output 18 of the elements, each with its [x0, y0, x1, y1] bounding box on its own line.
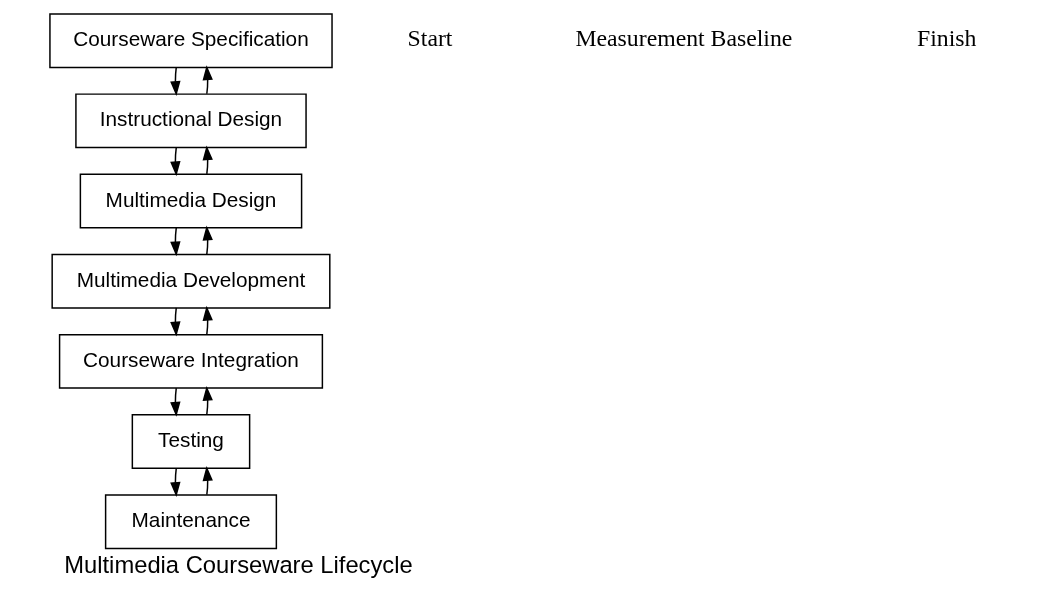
arrow [170, 467, 181, 497]
node-box: Multimedia Design [79, 173, 303, 229]
node-box: Maintenance [104, 494, 278, 550]
label: Finish [917, 25, 977, 52]
label: Start [407, 25, 453, 52]
arrow [170, 387, 181, 417]
arrow [170, 227, 181, 257]
label: Measurement Baseline [575, 25, 793, 52]
arrow [202, 466, 213, 496]
node-box: Multimedia Development [51, 253, 331, 309]
node-box: Testing [131, 414, 251, 469]
caption: Multimedia Courseware Lifecycle [64, 551, 413, 579]
arrow [202, 145, 213, 175]
arrow [170, 307, 181, 337]
node-box: Courseware Specification [49, 13, 333, 69]
node-box: Instructional Design [75, 93, 307, 149]
arrow [202, 65, 213, 95]
node-box: Courseware Integration [58, 333, 324, 389]
